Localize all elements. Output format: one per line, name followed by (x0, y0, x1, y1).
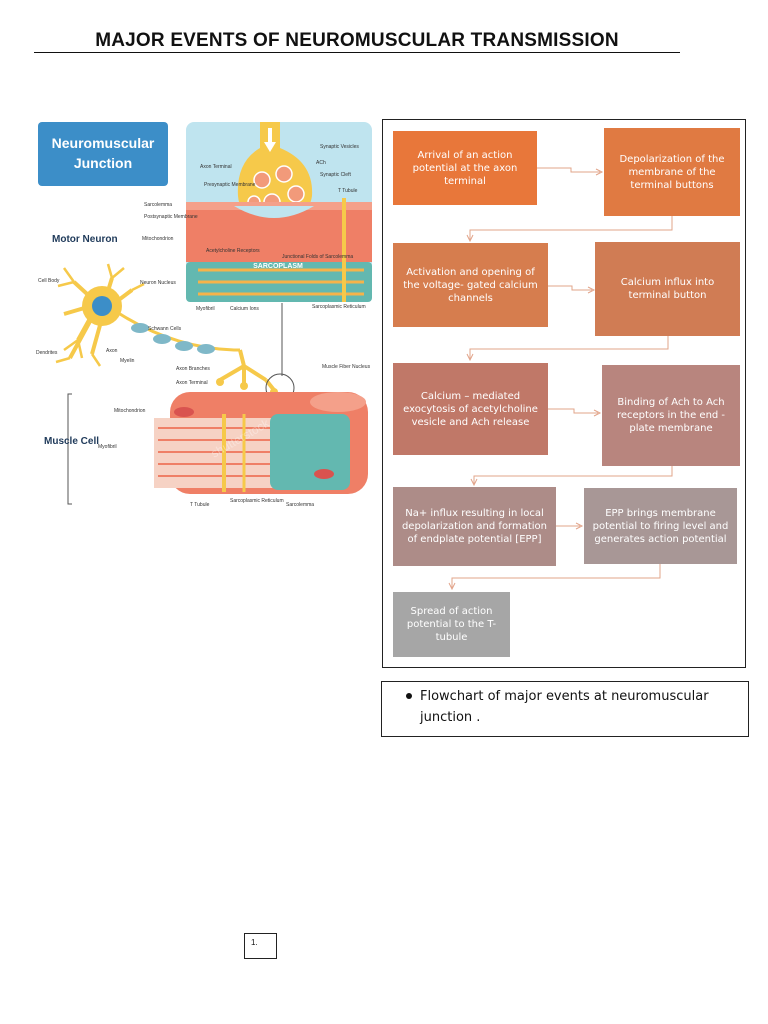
axon-branches-label: Axon Branches (176, 366, 210, 372)
caption-text: Flowchart of major events at neuromuscul… (420, 689, 709, 725)
calcium-ions-label: Calcium Ions (230, 306, 259, 312)
neuron-nucleus (92, 296, 112, 316)
myelin-label: Myelin (120, 358, 135, 364)
sarcoplasm-label: SARCOPLASM (253, 263, 303, 270)
mitochondrion-inset-label: Mitochondrion (142, 236, 174, 242)
arrow-2-3 (469, 216, 673, 240)
sarcolemma-label: Sarcolemma (286, 502, 314, 508)
heading-line-1: Neuromuscular (52, 135, 155, 151)
schwann-cells-label: Schwann Cells (148, 326, 182, 332)
heading-line-2: Junction (74, 155, 132, 171)
neuron-nucleus-label: Neuron Nucleus (140, 280, 176, 286)
flow-step-8: EPP brings membrane potential to firing … (584, 488, 737, 564)
caption-box: Flowchart of major events at neuromuscul… (381, 681, 749, 737)
page-number: 1. (244, 933, 277, 959)
presynaptic-membrane-label: Presynaptic Membrane (204, 182, 256, 188)
axon-terminal-inset-label: Axon Terminal (200, 164, 232, 170)
muscle-cell-label: Muscle Cell (44, 436, 99, 447)
sr-inset-label: Sarcoplasmic Reticulum (312, 304, 366, 310)
sarcolemma-inset-label: Sarcolemma (144, 202, 172, 208)
cell-body-label: Cell Body (38, 278, 60, 284)
t-tubule-inset-label: T Tubule (338, 188, 358, 194)
neuromuscular-junction-illustration: Neuromuscular Junction SARCOPLASM (34, 118, 372, 513)
myelin-sheath (131, 323, 215, 354)
sarcoplasmic-reticulum-label: Sarcoplasmic Reticulum (230, 498, 284, 504)
arrow-8-9 (451, 564, 661, 588)
vesicle (275, 165, 293, 183)
myofibril-label: Myofibril (98, 444, 117, 450)
heading-box (38, 122, 168, 186)
arrow-6-7 (473, 466, 673, 484)
axon (119, 312, 240, 352)
arrow-1-2 (537, 167, 600, 173)
mitochondrion-shape (174, 407, 194, 417)
synaptic-cleft-label: Synaptic Cleft (320, 172, 351, 178)
flow-step-2: Depolarization of the membrane of the te… (604, 128, 740, 216)
flow-step-1: Arrival of an action potential at the ax… (393, 131, 537, 205)
flow-step-9: Spread of action potential to the T-tubu… (393, 592, 510, 657)
flow-step-6: Binding of Ach to Ach receptors in the e… (602, 365, 740, 466)
muscle-cell (154, 392, 368, 494)
bullet-icon (406, 693, 412, 699)
arrow-group (448, 167, 673, 591)
vesicle (253, 171, 271, 189)
flow-step-5: Calcium – mediated exocytosis of acetylc… (393, 363, 548, 455)
junctional-folds-label: Junctional Folds of Sarcolemma (282, 254, 353, 260)
flow-step-3: Activation and opening of the voltage- g… (393, 243, 548, 327)
flow-step-7: Na+ influx resulting in local depolariza… (393, 487, 556, 566)
axon-terminal-label: Axon Terminal (176, 380, 208, 386)
synaptic-vesicles-label: Synaptic Vesicles (320, 144, 359, 150)
muscle-cell-bracket (67, 393, 72, 505)
ach-label: ACh (316, 160, 326, 166)
motor-neuron-label: Motor Neuron (52, 234, 118, 245)
t-tubule-label: T Tubule (190, 502, 210, 508)
flow-step-4: Calcium influx into terminal button (595, 242, 740, 336)
postsynaptic-membrane-label: Postsynaptic Membrane (144, 214, 198, 220)
axon-branches (218, 349, 276, 392)
arrow-4-5 (469, 336, 669, 359)
arrow-5-6 (548, 408, 598, 414)
motor-neuron (55, 263, 145, 367)
flowchart-frame (382, 119, 746, 668)
page-title: MAJOR EVENTS OF NEUROMUSCULAR TRANSMISSI… (34, 30, 680, 53)
axon-label: Axon (106, 348, 118, 354)
dendrites-label: Dendrites (36, 350, 58, 356)
mitochondrion-label: Mitochondrion (114, 408, 146, 414)
arrow-3-4 (548, 285, 592, 291)
muscle-fiber-nucleus-label: Muscle Fiber Nucleus (322, 364, 371, 370)
illustration-svg: Neuromuscular Junction SARCOPLASM (36, 122, 372, 508)
myofibril-inset-label: Myofibril (196, 306, 215, 312)
acetylcholine-receptors-label: Acetylcholine Receptors (206, 248, 260, 254)
